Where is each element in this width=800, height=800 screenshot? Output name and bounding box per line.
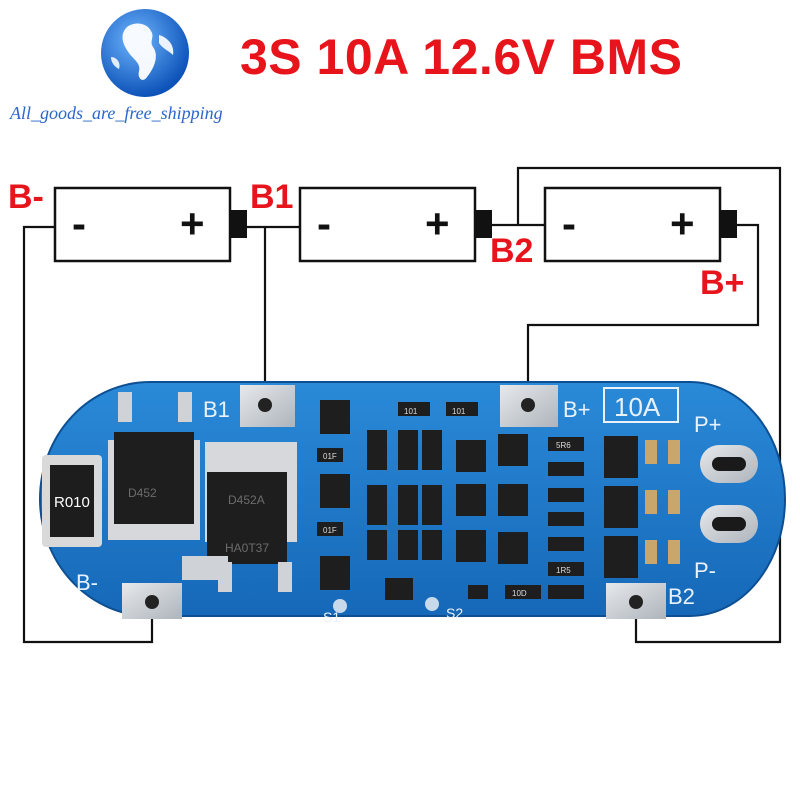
shunt-marking: R010 <box>54 494 90 511</box>
pad-p-plus <box>700 445 758 483</box>
cell-1-minus: - <box>72 200 86 247</box>
silk-rating: 10A <box>614 392 661 422</box>
label-b1: B1 <box>250 178 294 216</box>
cell-3 <box>543 186 737 263</box>
silk-p-minus: P- <box>694 558 716 583</box>
cell-3-plus: + <box>670 200 695 247</box>
shop-tagline: All_goods_are_free_shipping <box>10 103 223 123</box>
label-b2: B2 <box>490 232 534 270</box>
shunt-resistor <box>42 455 102 547</box>
label-b-plus: B+ <box>700 264 745 302</box>
pad-b-minus <box>122 583 182 619</box>
globe-icon <box>101 9 189 97</box>
res-101-a: 101 <box>404 407 418 416</box>
cell-2 <box>298 186 492 263</box>
cell-1 <box>53 186 247 263</box>
pad-b1 <box>240 385 295 427</box>
wire-b2 <box>516 166 782 644</box>
silk-b1: B1 <box>203 397 230 422</box>
cell-1-plus: + <box>180 200 205 247</box>
res-1r5: 1R5 <box>556 566 571 575</box>
mosfet-code-marking: HA0T37 <box>225 541 269 555</box>
res-01f-b: 01F <box>323 526 337 535</box>
silk-p-plus: P+ <box>694 412 722 437</box>
cell-2-minus: - <box>317 200 331 247</box>
mosfet-2 <box>205 442 297 592</box>
pad-b2 <box>606 583 666 619</box>
wire-b-plus <box>526 223 760 403</box>
mosfet-1 <box>108 392 200 540</box>
silk-b-minus: B- <box>76 570 98 595</box>
mosfet-bottom-marking: D452A <box>228 493 265 507</box>
pad-b-plus <box>500 385 558 427</box>
silk-s1: S1 <box>323 609 340 625</box>
label-b-minus: B- <box>8 178 44 216</box>
silk-s2: S2 <box>446 605 463 621</box>
res-01f-a: 01F <box>323 452 337 461</box>
silk-b2: B2 <box>668 584 695 609</box>
res-5r6: 5R6 <box>556 441 571 450</box>
mosfet-top-marking: D452 <box>128 486 157 500</box>
res-101-b: 101 <box>452 407 466 416</box>
rating-box <box>603 387 679 423</box>
silk-b-plus: B+ <box>563 397 591 422</box>
res-10d: 10D <box>512 589 527 598</box>
cell-2-plus: + <box>425 200 450 247</box>
wire-b-minus <box>22 225 154 644</box>
pad-p-minus <box>700 505 758 543</box>
component-grid <box>182 400 680 613</box>
cell-3-minus: - <box>562 200 576 247</box>
page-title: 3S 10A 12.6V BMS <box>240 29 683 85</box>
